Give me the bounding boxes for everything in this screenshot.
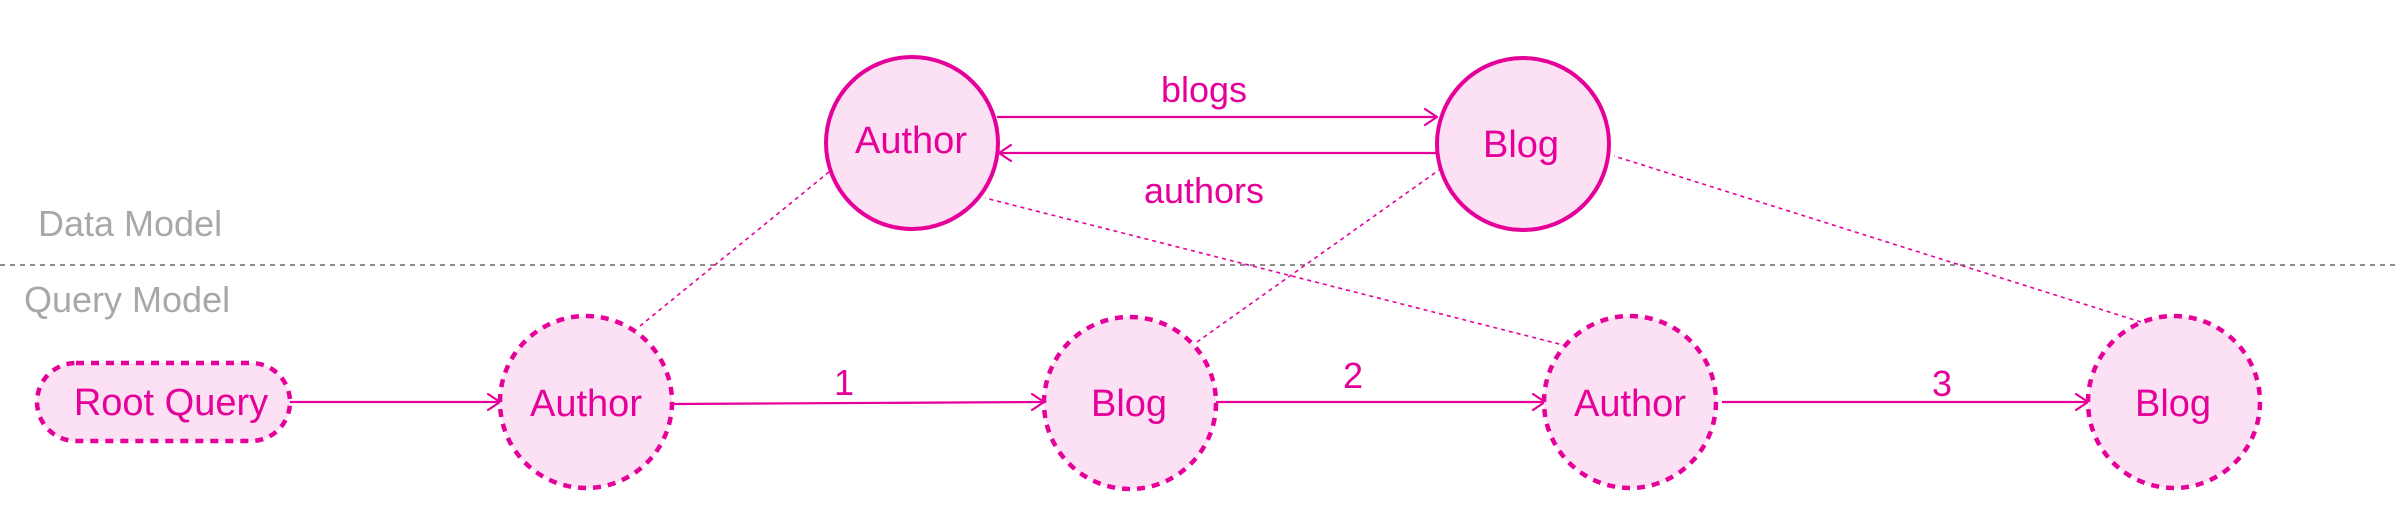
blog-node-circle <box>1435 56 1611 232</box>
edge-label-step-3: 3 <box>1932 363 1952 404</box>
mapping-blog-1-to-blog <box>1196 169 1440 343</box>
edge-label-step-1: 1 <box>834 362 854 403</box>
edge-label-authors: authors <box>1144 170 1264 211</box>
query-blog-1-circle <box>1041 314 1219 492</box>
query-blog-1-node: Blog <box>1041 314 1219 492</box>
data-model-author-node: Author <box>824 55 1000 231</box>
query-author-1-circle <box>497 313 675 491</box>
blog-node-label: Blog <box>1483 124 1559 166</box>
query-author-2-label: Author <box>1574 383 1686 425</box>
edge-label-step-2: 2 <box>1343 355 1363 396</box>
data-model-blog-node: Blog <box>1435 56 1611 232</box>
query-blog-2-label: Blog <box>2135 383 2211 425</box>
arrowhead-blogs <box>1423 107 1439 127</box>
data-model-section-label: Data Model <box>38 203 222 244</box>
query-author-1-label: Author <box>530 383 642 425</box>
query-model-section-label: Query Model <box>24 279 230 320</box>
query-author-2-circle <box>1541 313 1719 491</box>
author-node-circle <box>824 55 1000 231</box>
query-author-2-node: Author <box>1541 313 1719 491</box>
query-blog-1-label: Blog <box>1091 383 1167 425</box>
query-blog-2-circle <box>2085 313 2263 491</box>
author-node-label: Author <box>855 120 967 162</box>
edge-step-1 <box>673 400 1045 406</box>
mapping-author-1-to-author <box>639 171 830 327</box>
mapping-blog-2-to-blog <box>1613 155 2142 323</box>
query-author-1-node: Author <box>497 313 675 491</box>
root-query-label: Root Query <box>74 382 268 424</box>
root-query-pill <box>34 360 293 444</box>
query-root-node: Root Query <box>34 360 293 444</box>
edge-label-blogs: blogs <box>1161 69 1247 110</box>
query-blog-2-node: Blog <box>2085 313 2263 491</box>
